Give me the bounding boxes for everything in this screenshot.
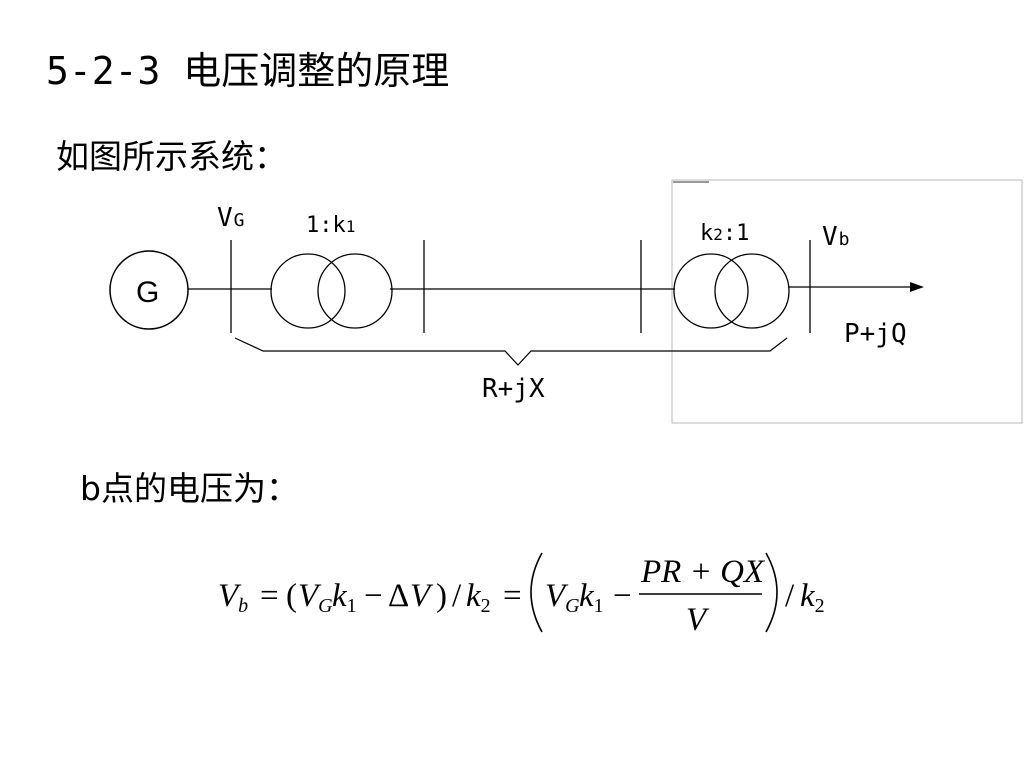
load-arrow-icon (910, 282, 924, 292)
formula-k1a: k1 (332, 578, 357, 617)
formula-v1: V (410, 578, 434, 614)
formula-eq1: = (260, 578, 279, 614)
intro-text: 如图所示系统： (56, 137, 287, 176)
formula-vg1: VG (298, 578, 333, 617)
transformer2-winding2 (714, 253, 790, 329)
slide-title: 5-2-3 电压调整的原理 (46, 49, 450, 93)
formula-eq2: = (503, 578, 522, 614)
bus-g-voltage-label: VG (217, 203, 245, 233)
voltage-at-b-text: b点的电压为： (80, 469, 299, 508)
formula-minus2: − (613, 578, 632, 614)
formula-big-rparen (765, 552, 778, 633)
impedance-brace (234, 337, 788, 366)
formula-slash1: / (452, 578, 462, 614)
formula-rparen1: ) (436, 578, 447, 614)
embedded-frame-mark (673, 181, 709, 183)
transformer1-ratio-label: 1:k1 (306, 213, 355, 238)
impedance-label: R+jX (482, 374, 545, 404)
formula-k2a: k2 (466, 578, 491, 617)
load-power-label: P+jQ (844, 319, 907, 349)
formula-vg2: VG (545, 578, 580, 617)
formula-minus1: − (364, 578, 383, 614)
formula-denominator: V (686, 602, 710, 638)
transformer2-ratio-label: k2:1 (700, 221, 749, 246)
formula-numerator: PR + QX (640, 554, 766, 590)
formula-lparen1: ( (286, 578, 297, 614)
formula-k2b: k2 (800, 578, 825, 617)
formula-slash2: / (785, 578, 795, 614)
formula-delta: Δ (388, 578, 409, 614)
formula-big-lparen (530, 552, 543, 633)
transformer1-winding1 (270, 253, 346, 329)
generator-label: G (136, 276, 159, 309)
transformer1-winding2 (317, 253, 393, 329)
bus-b-voltage-label: Vb (822, 222, 850, 252)
transformer2-winding1 (673, 253, 749, 329)
formula-k1b: k1 (579, 578, 604, 617)
formula-vb: Vb (218, 578, 248, 617)
generator-symbol (109, 250, 189, 330)
embedded-frame (671, 179, 1023, 424)
